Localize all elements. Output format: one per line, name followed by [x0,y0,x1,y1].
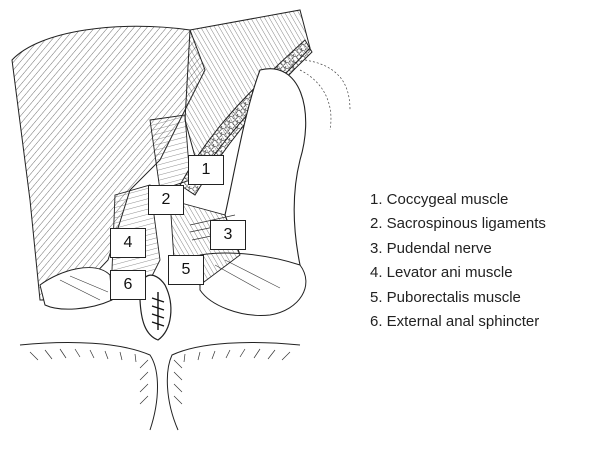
legend: 1. Coccygeal muscle 2. Sacrospinous liga… [370,188,546,334]
legend-item-puborectalis-muscle: 5. Puborectalis muscle [370,286,546,310]
legend-item-levator-ani-muscle: 4. Levator ani muscle [370,261,546,285]
callout-4: 4 [110,228,146,258]
legend-item-sacrospinous-ligaments: 2. Sacrospinous ligaments [370,212,546,236]
callout-3: 3 [210,220,246,250]
legend-item-coccygeal-muscle: 1. Coccygeal muscle [370,188,546,212]
callout-2: 2 [148,185,184,215]
legend-item-external-anal-sphincter: 6. External anal sphincter [370,310,546,334]
callout-6: 6 [110,270,146,300]
callout-1: 1 [188,155,224,185]
coccygeal-muscle-region [150,115,190,190]
legend-item-pudendal-nerve: 3. Pudendal nerve [370,237,546,261]
perineal-skin-folds [20,342,300,430]
callout-5: 5 [168,255,204,285]
